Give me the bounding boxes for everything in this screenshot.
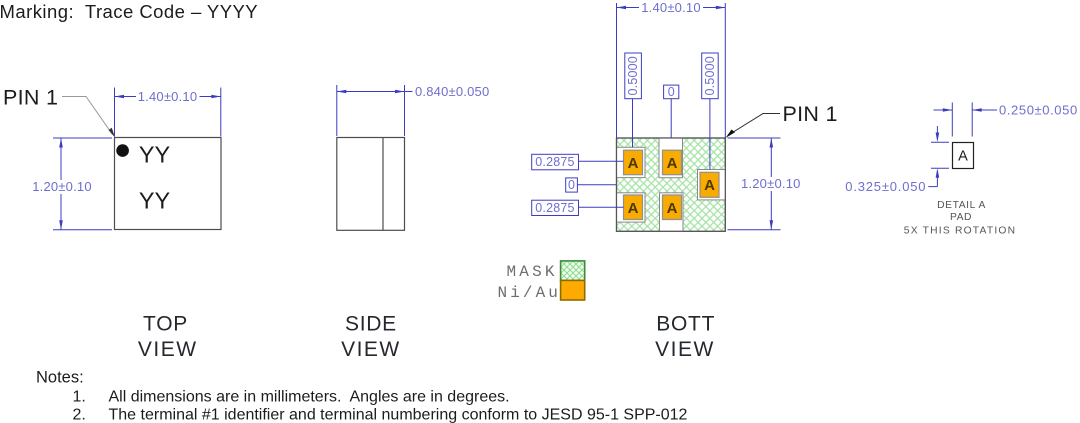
svg-text:0.840±0.050: 0.840±0.050 (415, 84, 489, 99)
svg-text:YY: YY (139, 142, 171, 168)
svg-text:VIEW: VIEW (341, 338, 401, 361)
svg-text:PIN 1: PIN 1 (3, 86, 58, 110)
svg-text:0.2875: 0.2875 (535, 201, 574, 215)
svg-text:PAD: PAD (950, 212, 972, 223)
svg-text:0: 0 (568, 178, 575, 192)
svg-text:BOTT: BOTT (656, 313, 715, 336)
svg-text:0.5000: 0.5000 (703, 56, 717, 95)
svg-text:2.: 2. (73, 406, 86, 423)
svg-text:0.325±0.050: 0.325±0.050 (845, 179, 926, 194)
svg-text:VIEW: VIEW (138, 338, 198, 361)
svg-text:0.2875: 0.2875 (535, 155, 574, 169)
svg-text:All dimensions are in millimet: All dimensions are in millimeters. Angle… (109, 389, 510, 406)
svg-text:0: 0 (668, 85, 675, 99)
svg-text:A: A (628, 155, 639, 172)
svg-text:A: A (667, 200, 678, 217)
svg-text:A: A (628, 200, 639, 217)
svg-text:1.40±0.10: 1.40±0.10 (641, 0, 701, 15)
svg-text:1.20±0.10: 1.20±0.10 (32, 179, 92, 194)
svg-text:MASK: MASK (507, 263, 558, 281)
svg-text:DETAIL A: DETAIL A (937, 200, 986, 211)
svg-text:Notes:: Notes: (36, 369, 84, 387)
svg-text:1.20±0.10: 1.20±0.10 (741, 176, 801, 191)
svg-text:1.: 1. (73, 389, 86, 406)
svg-text:0.5000: 0.5000 (626, 56, 640, 95)
svg-text:Ni/Au: Ni/Au (498, 284, 562, 302)
svg-text:YY: YY (139, 188, 171, 214)
svg-text:0.250±0.050: 0.250±0.050 (999, 103, 1078, 118)
svg-text:SIDE: SIDE (345, 313, 397, 336)
svg-text:TOP: TOP (143, 313, 188, 336)
svg-text:5X THIS ROTATION: 5X THIS ROTATION (904, 226, 1016, 237)
svg-text:Marking: Trace Code – YYYY: Marking: Trace Code – YYYY (0, 1, 258, 22)
svg-text:PIN 1: PIN 1 (783, 102, 838, 126)
svg-text:1.40±0.10: 1.40±0.10 (138, 89, 198, 104)
svg-text:A: A (704, 177, 715, 194)
svg-text:The terminal #1 identifier and: The terminal #1 identifier and terminal … (109, 406, 688, 423)
svg-text:A: A (958, 149, 968, 165)
svg-text:VIEW: VIEW (655, 338, 715, 361)
svg-text:A: A (667, 155, 678, 172)
